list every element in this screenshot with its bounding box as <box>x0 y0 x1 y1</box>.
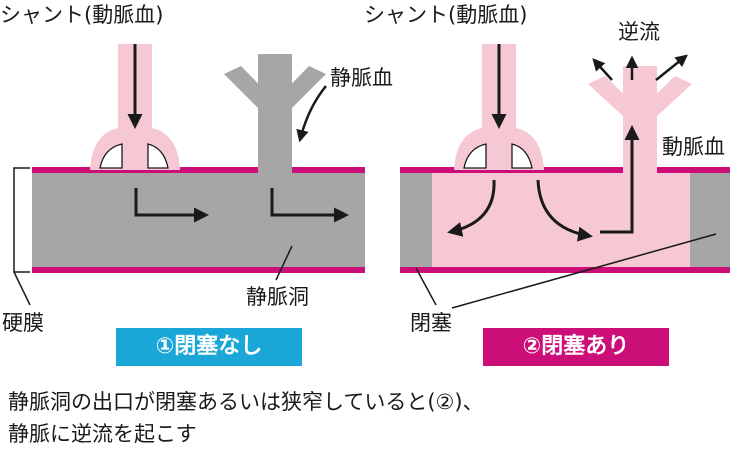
venous-sinus-filled <box>400 171 730 267</box>
reflux-arrow-left <box>592 58 613 81</box>
badge-no-occlusion: ①閉塞なし <box>116 328 302 366</box>
reflux-arrow-right <box>655 54 688 81</box>
panel-no-occlusion <box>13 44 365 306</box>
occlusion-leader-left <box>415 267 437 306</box>
dura-top <box>32 167 365 173</box>
caption-line-1: 静脈洞の出口が閉塞あるいは狭窄していると(②)、 <box>8 390 484 414</box>
sinus-flow-arrow-left <box>447 179 496 237</box>
arterial-blood-label: 動脈血 <box>662 135 725 159</box>
panel-occlusion <box>400 44 730 309</box>
dura-leader-line <box>13 271 31 306</box>
reflux-label: 逆流 <box>618 20 660 44</box>
dura-label: 硬膜 <box>2 311 44 335</box>
occlusion-label: 閉塞 <box>410 311 452 335</box>
sinus-flow-arrow-2 <box>270 188 349 223</box>
venous-inflow-arrow <box>296 85 327 143</box>
sinus-flow-arrow-right <box>536 179 593 242</box>
caption-line-2: 静脈に逆流を起こす <box>8 422 197 446</box>
vein-vessel-2 <box>588 66 692 174</box>
reflux-up-arrow <box>600 125 640 234</box>
sinus-leader-line <box>275 245 293 281</box>
occlusion-right <box>690 171 730 267</box>
occlusion-leader-right <box>451 233 717 309</box>
sinus-flow-arrow-1 <box>134 188 209 223</box>
badge-occlusion: ②閉塞あり <box>483 328 669 366</box>
shunt-label-2: シャント(動脈血) <box>364 3 528 27</box>
vein-vessel <box>224 54 326 174</box>
venous-sinus <box>32 171 365 267</box>
dura-bracket <box>13 167 30 273</box>
dura-bottom <box>32 267 365 273</box>
dura-top-2 <box>400 167 730 173</box>
occlusion-left <box>400 171 432 267</box>
dura-bottom-2 <box>400 267 730 273</box>
venous-blood-label: 静脈血 <box>330 66 393 90</box>
sinus-label: 静脈洞 <box>246 285 309 309</box>
shunt-label: シャント(動脈血) <box>0 3 164 27</box>
